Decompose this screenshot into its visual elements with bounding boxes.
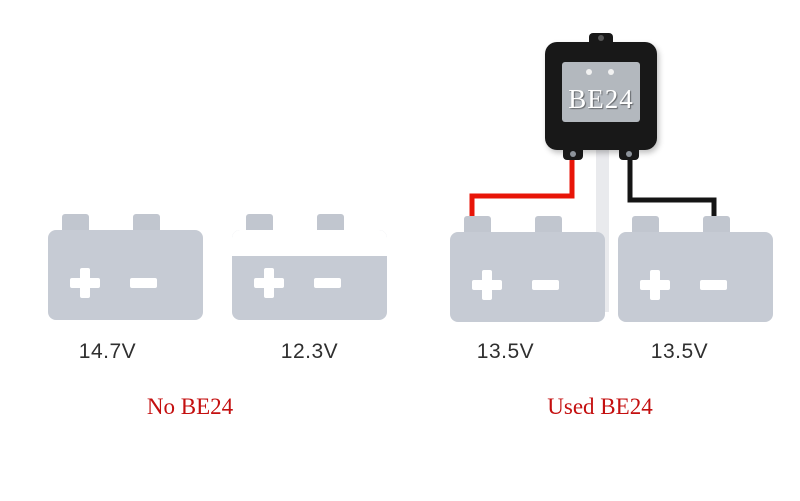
device-label-panel: BE24 [562, 62, 640, 122]
battery-unequalized-low [232, 214, 387, 320]
battery-terminal-positive [246, 214, 273, 230]
be24-device: BE24 [545, 33, 657, 160]
battery-unequalized-high [48, 214, 203, 320]
voltage-label: 12.3V [280, 340, 339, 363]
device-label: BE24 [568, 84, 634, 114]
voltage-label: 13.5V [476, 340, 535, 363]
plus-icon [640, 270, 670, 300]
caption-used-be24: Used BE24 [547, 394, 653, 419]
plus-icon [472, 270, 502, 300]
battery-terminal-positive [62, 214, 89, 230]
red-wire [469, 150, 575, 224]
minus-icon [314, 278, 341, 288]
battery-equalized-left [450, 216, 605, 322]
device-mount-tab-top [589, 33, 613, 45]
minus-icon [130, 278, 157, 288]
minus-icon [532, 280, 559, 290]
device-mount-tab-bottom-right [619, 146, 639, 160]
battery-terminal-negative [535, 216, 562, 232]
plus-icon [254, 268, 284, 298]
black-wire [627, 150, 717, 224]
battery-terminal-positive [632, 216, 659, 232]
led-indicator-icon [608, 69, 614, 75]
minus-icon [700, 280, 727, 290]
device-mount-tab-bottom-left [563, 146, 583, 160]
voltage-label: 13.5V [650, 340, 709, 363]
plus-icon [70, 268, 100, 298]
battery-equalized-right [618, 216, 773, 322]
caption-no-be24: No BE24 [146, 394, 234, 419]
battery-white-cap [232, 230, 387, 256]
battery-terminal-negative [703, 216, 730, 232]
battery-terminal-negative [133, 214, 160, 230]
battery-terminal-negative [317, 214, 344, 230]
battery-terminal-positive [464, 216, 491, 232]
voltage-label: 14.7V [78, 340, 137, 363]
led-indicator-icon [586, 69, 592, 75]
